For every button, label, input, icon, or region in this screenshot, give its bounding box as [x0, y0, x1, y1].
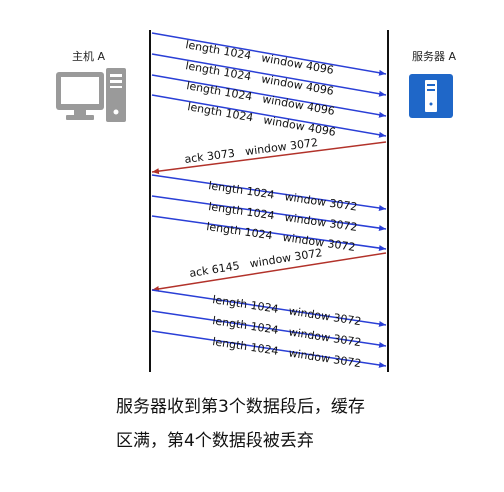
data-segment-arrow: [151, 215, 387, 251]
ack-arrow: [151, 252, 387, 292]
data-segment-arrow: [151, 94, 387, 138]
client-host-label: 主机 A: [72, 50, 106, 63]
data-segment-arrow: [151, 330, 387, 368]
caption-line-1: 服务器收到第3个数据段后，缓存: [116, 397, 365, 417]
data-segment-arrow: [151, 310, 387, 348]
ack-label: ack 3073 window 3072: [184, 136, 319, 166]
data-segment-arrow: [151, 289, 387, 327]
caption-line-2: 区满，第4个数据段被丢弃: [116, 431, 314, 451]
data-segment-arrow: [151, 74, 387, 118]
data-segment-arrow: [151, 195, 387, 231]
desktop-computer-icon: [56, 68, 126, 122]
data-segment-arrow: [151, 53, 387, 97]
server-host-label: 服务器 A: [412, 50, 457, 63]
ack-label: ack 6145 window 3072: [188, 246, 323, 280]
data-segment-arrow: [151, 174, 387, 211]
data-segment-arrow: [151, 32, 387, 76]
server-icon: [409, 74, 453, 118]
ack-arrow: [151, 141, 387, 175]
